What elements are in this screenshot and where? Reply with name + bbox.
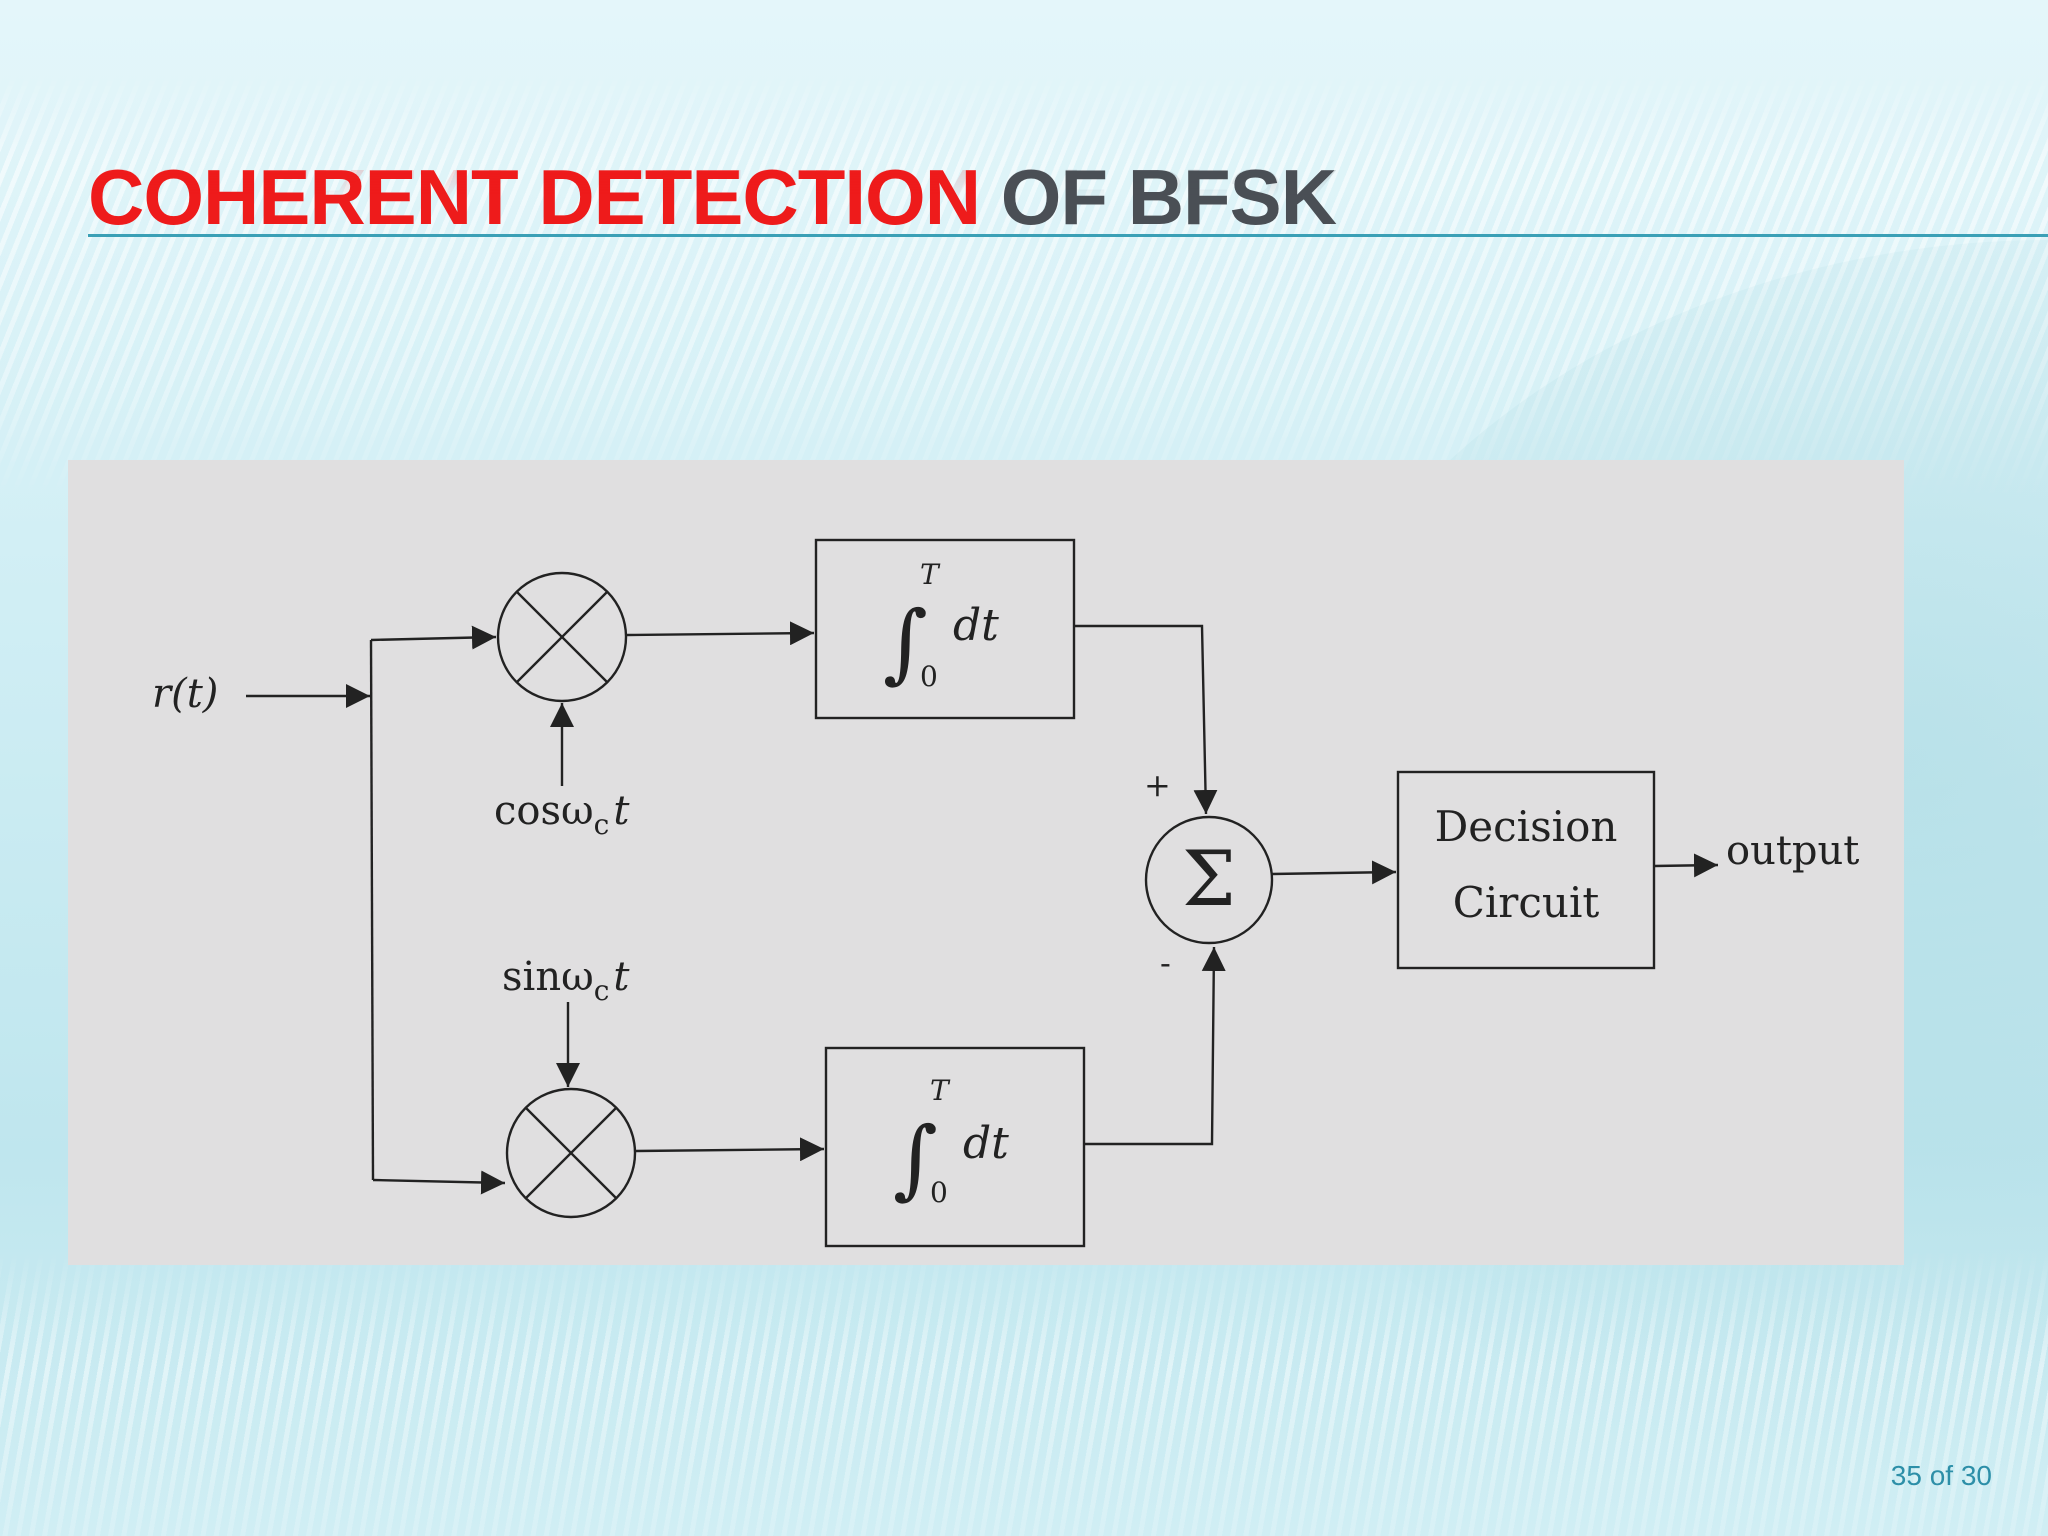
input-label: r(t) [152,671,218,717]
minus-sign: - [1160,944,1171,982]
arrow-to-mixer-top [370,625,497,650]
arrow-to-mixer-bottom [372,1170,506,1195]
summer-symbol: Σ [1182,834,1236,923]
slide-title: COHERENT DETECTION OF BFSK [88,158,1337,236]
arrow-to-integrator-bottom [635,1137,825,1162]
decision-label-line2: Circuit [1453,878,1600,927]
background-stripes-top [0,70,2048,500]
background-stripes-bottom [0,1250,2048,1536]
integrator-bottom-dt: dt [963,1118,1009,1169]
slide-title-highlight: COHERENT DETECTION [88,153,981,241]
integrator-bottom: ∫ T 0 dt [824,1046,1086,1248]
decision-circuit: Decision Circuit [1396,770,1656,970]
integrator-bottom-upper-limit: T [930,1074,951,1107]
slide-title-rest: OF BFSK [1000,153,1337,241]
mixer-top [496,571,628,703]
integral-sign-bottom: ∫ [893,1109,938,1209]
split-line [369,639,375,1181]
title-underline [88,234,2048,237]
mixer-bottom [505,1087,637,1219]
integrator-top-dt: dt [953,600,999,651]
arrow-top-to-summer [1074,624,1218,815]
sin-reference-text: sinω [502,954,594,1000]
plus-sign: + [1144,766,1171,804]
integrator-bottom-lower-limit: 0 [930,1176,948,1209]
integrator-top: ∫ T 0 dt [814,538,1076,720]
output-arrow [1653,853,1719,878]
integrator-top-lower-limit: 0 [920,660,938,693]
arrow-to-integrator-top [626,621,815,646]
sin-time-var: t [613,954,630,1000]
arrow-to-decision [1271,860,1397,885]
sin-subscript: c [594,974,610,1007]
cos-reference-text: cosω [494,788,594,834]
integrator-top-upper-limit: T [920,558,941,591]
output-label: output [1726,828,1859,874]
decision-label-line1: Decision [1435,802,1618,851]
summing-junction: Σ [1144,815,1274,945]
page-number: 35 of 30 [1890,1460,1992,1491]
cos-time-var: t [613,788,630,834]
integral-sign-top: ∫ [883,593,928,693]
cos-subscript: c [594,808,610,841]
arrow-bottom-to-summer [1084,946,1226,1146]
